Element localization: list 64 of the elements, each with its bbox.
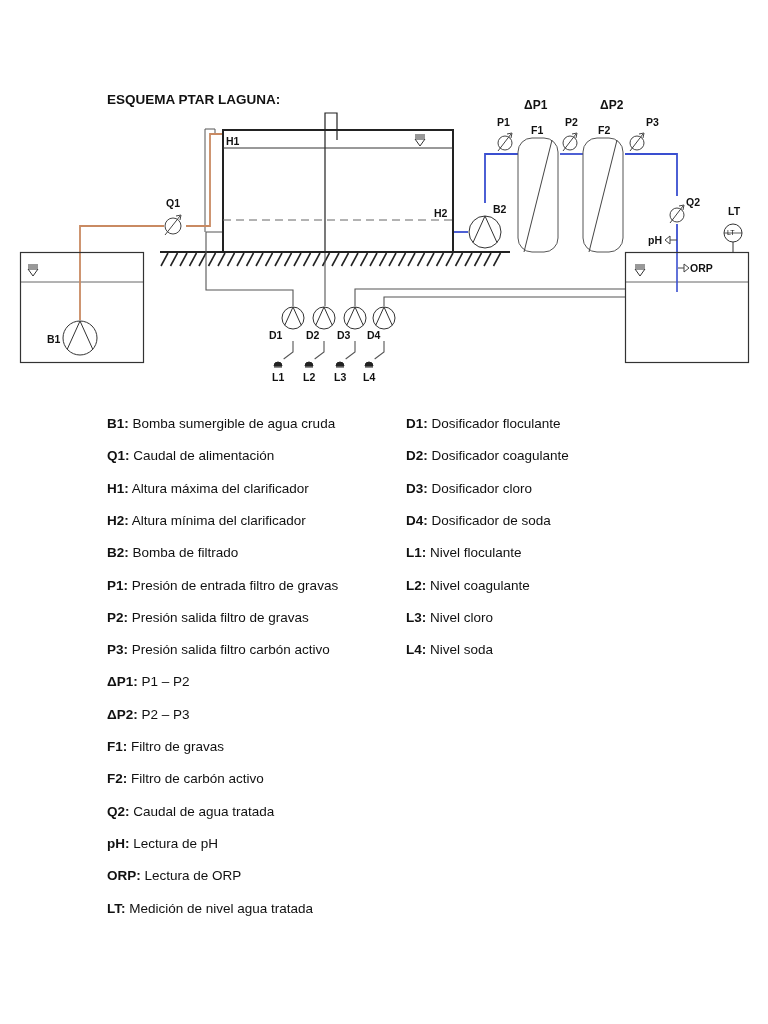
legend-text: B1: Bomba sumergible de agua cruda <box>107 416 336 432</box>
legend-text: H2: Altura mínima del clarificador <box>107 512 306 529</box>
legend-text: ΔP2: P2 – P3 <box>107 706 190 723</box>
legend-text: ΔP1: P1 – P2 <box>107 674 190 691</box>
tag-label: ΔP1 <box>524 99 548 112</box>
legend-text: L3: Nivel cloro <box>406 609 494 626</box>
legend-text: B2: Bomba de filtrado <box>107 545 239 562</box>
pipe-line <box>453 231 469 233</box>
legend-text: D2: Dosificador coagulante <box>406 448 569 465</box>
tag-label: H1 <box>226 135 240 147</box>
legend-text: ORP: Lectura de ORP <box>107 868 242 885</box>
pipe-line <box>559 153 584 155</box>
tag-label: D4 <box>367 329 381 341</box>
legend-text: D1: Dosificador floculante <box>406 416 561 432</box>
legend-text: F2: Filtro de carbón activo <box>107 771 264 788</box>
pipe-line <box>374 340 385 360</box>
legend-text: F1: Filtro de gravas <box>107 739 225 755</box>
legend-text: Q2: Caudal de agua tratada <box>107 803 275 820</box>
tag-label: ORP <box>690 262 713 274</box>
pipe-line <box>185 133 223 227</box>
diagram-title: ESQUEMA PTAR LAGUNA: <box>107 92 281 107</box>
legend-text: pH: Lectura de pH <box>107 835 219 852</box>
tag-label: H2 <box>434 207 448 219</box>
pipe-line <box>79 225 165 321</box>
tag-label: L2 <box>303 371 316 383</box>
legend-text: H1: Altura máxima del clarificador <box>107 480 309 497</box>
tag-label: pH <box>648 234 662 246</box>
tag-label: LT <box>728 205 741 217</box>
legend-text: D3: Dosificador cloro <box>406 480 533 497</box>
pipe-line <box>324 252 326 307</box>
pipe-line <box>354 288 626 307</box>
pipe-line <box>205 231 294 307</box>
tag-label: L1 <box>272 371 285 383</box>
tag-label: L4 <box>363 371 376 383</box>
legend-text: L2: Nivel coagulante <box>406 577 530 594</box>
tag-label: D3 <box>337 329 351 341</box>
tag-label: D2 <box>306 329 320 341</box>
tag-label: Q1 <box>166 197 180 209</box>
tag-label: P3 <box>646 116 659 128</box>
legend-text: Q1: Caudal de alimentación <box>107 448 275 465</box>
pipe-line <box>676 223 678 253</box>
legend-text: L1: Nivel floculante <box>406 545 522 562</box>
tag-label: F1 <box>531 124 544 136</box>
tag-label: D1 <box>269 329 283 341</box>
legend-text: LT: Medición de nivel agua tratada <box>107 900 314 917</box>
tag-label: B1 <box>47 333 61 345</box>
pipe-line <box>345 340 356 360</box>
legend-text: P3: Presión salida filtro carbón activo <box>107 642 330 659</box>
legend-text: L4: Nivel soda <box>406 642 494 659</box>
pipe-line <box>484 153 519 204</box>
tag-label: F2 <box>598 124 611 136</box>
pipe-line <box>314 340 325 360</box>
pipe-line <box>383 296 626 307</box>
tag-label: P2 <box>565 116 578 128</box>
tag-label: ΔP2 <box>600 99 624 112</box>
legend-text: P2: Presión salida filtro de gravas <box>107 609 309 626</box>
tag-label: Q2 <box>686 196 700 208</box>
tag-label: L3 <box>334 371 347 383</box>
tag-label: P1 <box>497 116 510 128</box>
legend-text: D4: Dosificador de soda <box>406 512 551 529</box>
legend-text: P1: Presión de entrada filtro de gravas <box>107 577 339 594</box>
pipe-line <box>624 153 678 197</box>
pipe-line <box>283 340 294 360</box>
tag-label: B2 <box>493 203 507 215</box>
